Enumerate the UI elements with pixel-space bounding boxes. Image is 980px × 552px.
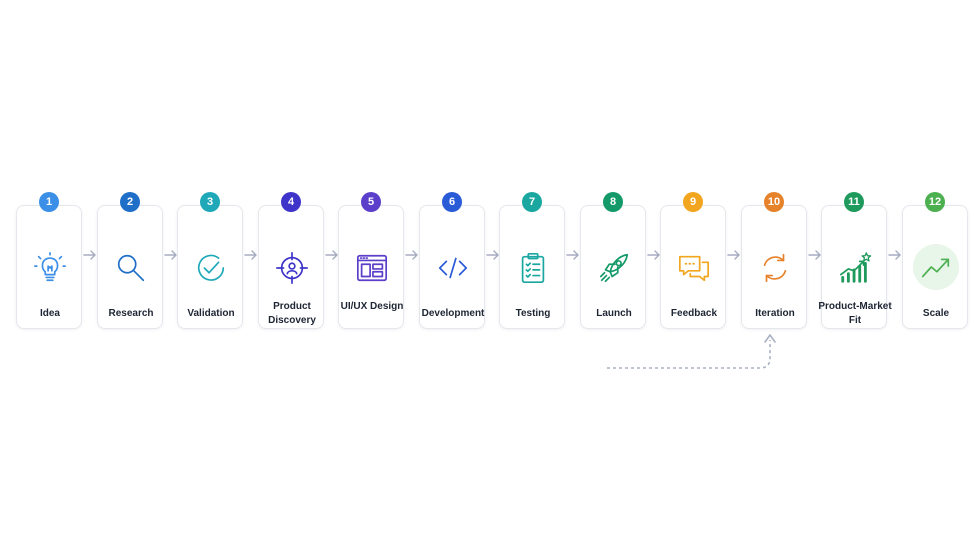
step-card: UI/UX Design	[338, 205, 404, 329]
step-7: Testing 7	[499, 192, 565, 332]
step-label: Testing	[515, 308, 551, 319]
step-label: Iteration	[755, 308, 795, 319]
step-card: Development	[419, 205, 485, 329]
step-label: Feedback	[670, 308, 718, 319]
step-card: Feedback	[660, 205, 726, 329]
connector-arrow	[244, 250, 257, 260]
magnifier-icon	[113, 250, 149, 286]
connector-arrow	[888, 250, 901, 260]
step-label: UI/UX Design	[340, 301, 404, 312]
step-label: Launch	[596, 308, 632, 319]
connector-arrow	[808, 250, 821, 260]
connector-arrow	[405, 250, 418, 260]
connector-arrow	[647, 250, 660, 260]
step-card: Product Discovery	[258, 205, 324, 329]
trend-up-icon	[913, 244, 959, 290]
connector-arrow	[486, 250, 499, 260]
step-card: Launch	[580, 205, 646, 329]
step-number-badge: 9	[683, 192, 703, 212]
step-card: Idea	[16, 205, 82, 329]
step-label: Product-Market Fit	[818, 301, 892, 326]
clipboard-checklist-icon	[515, 250, 551, 286]
step-number-badge: 8	[603, 192, 623, 212]
step-6: Development 6	[419, 192, 485, 332]
connector-arrow	[164, 250, 177, 260]
step-3: Validation 3	[177, 192, 243, 332]
step-card: Product-Market Fit	[818, 205, 892, 329]
step-number-badge: 2	[120, 192, 140, 212]
step-11: Product-Market Fit 11	[818, 192, 892, 332]
step-number-badge: 10	[764, 192, 784, 212]
chat-bubbles-icon	[676, 250, 712, 286]
loop-dashed-line	[607, 340, 771, 369]
step-card: Validation	[177, 205, 243, 329]
step-label: Research	[108, 308, 154, 319]
refresh-cycle-icon	[757, 250, 793, 286]
step-card: Scale	[902, 205, 968, 329]
growth-bars-star-icon	[837, 250, 873, 286]
step-number-badge: 3	[200, 192, 220, 212]
step-card: Iteration	[741, 205, 807, 329]
step-number-badge: 4	[281, 192, 301, 212]
step-9: Feedback 9	[660, 192, 726, 332]
connector-arrow	[566, 250, 579, 260]
step-number-badge: 6	[442, 192, 462, 212]
step-label: Scale	[922, 308, 950, 319]
step-label: Validation	[187, 308, 235, 319]
layout-window-icon	[354, 250, 390, 286]
step-5: UI/UX Design 5	[338, 192, 404, 332]
step-number-badge: 5	[361, 192, 381, 212]
step-label: Product Discovery	[268, 301, 316, 326]
step-1: Idea 1	[16, 192, 82, 332]
step-number-badge: 1	[39, 192, 59, 212]
rocket-icon	[596, 250, 632, 286]
step-label: Idea	[39, 308, 60, 319]
connector-arrow	[727, 250, 740, 260]
connector-arrow	[83, 250, 96, 260]
step-card: Research	[97, 205, 163, 329]
loop-arrowhead	[764, 334, 776, 343]
step-4: Product Discovery 4	[258, 192, 324, 332]
step-12: Scale 12	[902, 192, 968, 332]
target-user-icon	[274, 250, 310, 286]
check-circle-icon	[193, 250, 229, 286]
step-10: Iteration 10	[741, 192, 807, 332]
step-2: Research 2	[97, 192, 163, 332]
step-card: Testing	[499, 205, 565, 329]
code-icon	[435, 250, 471, 286]
step-number-badge: 11	[844, 192, 864, 212]
step-8: Launch 8	[580, 192, 646, 332]
step-number-badge: 7	[522, 192, 542, 212]
step-number-badge: 12	[925, 192, 945, 212]
lightbulb-icon	[32, 250, 68, 286]
step-label: Development	[421, 308, 485, 319]
connector-arrow	[325, 250, 338, 260]
